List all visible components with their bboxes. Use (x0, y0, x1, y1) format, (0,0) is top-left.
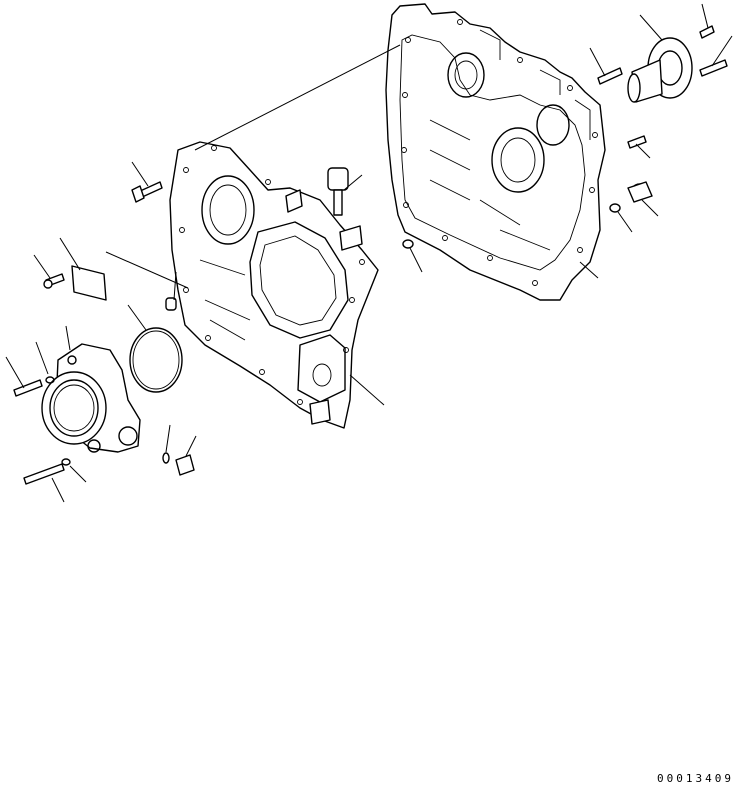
hub-bolts (597, 25, 728, 85)
seal-housing (41, 343, 141, 453)
cover-bolt-upper (131, 181, 163, 203)
nameplate (71, 265, 107, 301)
timing-gear-housing (385, 3, 606, 301)
drain-plug (162, 452, 195, 476)
crankshaft-hub (627, 37, 693, 103)
drawing-number: 00013409 (657, 772, 734, 785)
leader-lines (5, 3, 733, 503)
front-cover (169, 141, 379, 429)
right-small-parts (402, 135, 653, 249)
speed-sensor (327, 167, 349, 216)
dowel-pin (165, 297, 177, 311)
o-ring (129, 327, 183, 393)
seal-housing-bolts (13, 376, 71, 485)
plate-screw (43, 273, 65, 289)
